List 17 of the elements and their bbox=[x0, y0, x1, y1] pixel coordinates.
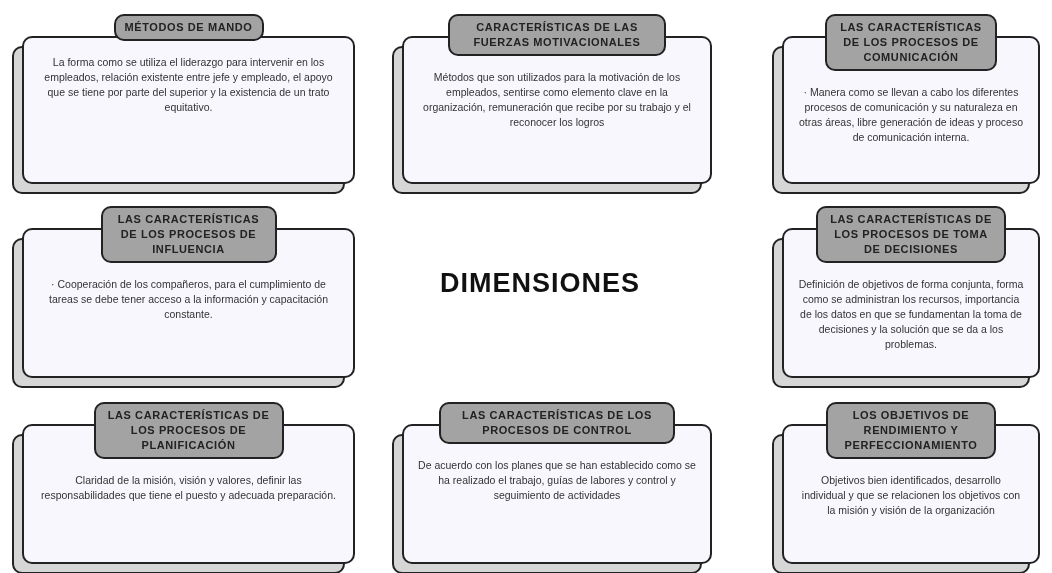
heading-tab: LAS CARACTERÍSTICAS DE LOS PROCESOS DE CONTROL bbox=[439, 402, 675, 444]
card-text: · Manera como se llevan a cabo los diferentes procesos de comunicación y su naturaleza en otras áreas, libre generación de ideas y proceso de comunicación interna. bbox=[797, 85, 1025, 145]
heading-tab: LOS OBJETIVOS DE RENDIMIENTO Y PERFECCIONAMIENTO bbox=[826, 402, 996, 459]
card-text: Objetivos bien identificados, desarrollo individual y que se relacionen los objetivos con la misión y visión de la organización bbox=[800, 473, 1022, 518]
heading-tab: LAS CARACTERÍSTICAS DE LOS PROCESOS DE INFLUENCIA bbox=[100, 206, 277, 263]
heading-tab: MÉTODOS DE MANDO bbox=[113, 14, 264, 41]
heading-tab: LAS CARACTERÍSTICAS DE LOS PROCESOS DE COMUNICACIÓN bbox=[825, 14, 997, 71]
card-text: La forma como se utiliza el liderazgo para intervenir en los empleados, relación existente entre jefe y empleado, el apoyo que se tiene por parte del superior y la existencia de un trato equitativo. bbox=[43, 55, 334, 115]
card-text: De acuerdo con los planes que se han establecido como se ha realizado el trabajo, guías de labores y control y seguimiento de actividades bbox=[417, 458, 697, 503]
card-text: · Cooperación de los compañeros, para el cumplimiento de tareas se debe tener acceso a la información y capacitación constante. bbox=[48, 277, 329, 322]
title: DIMENSIONES bbox=[439, 268, 641, 299]
heading-tab: LAS CARACTERÍSTICAS DE LOS PROCESOS DE PLANIFICACIÓN bbox=[93, 402, 284, 459]
heading-tab: CARACTERÍSTICAS DE LAS FUERZAS MOTIVACIONALES bbox=[448, 14, 666, 56]
heading-tab: LAS CARACTERÍSTICAS DE LOS PROCESOS DE TOMA DE DECISIONES bbox=[816, 206, 1006, 263]
card-text: Definición de objetivos de forma conjunta, forma como se administran los recursos, importancia de los datos en que se fundamentan la toma de decisiones y la solución que se da a los problemas. bbox=[797, 277, 1025, 352]
card-text: Claridad de la misión, visión y valores, definir las responsabilidades que tiene el puesto y adecuada preparación. bbox=[40, 473, 337, 503]
card-text: Métodos que son utilizados para la motivación de los empleados, sentirse como elemento clave en la organización, remuneración que recibe por su trabajo y el reconocer los logros bbox=[422, 70, 692, 130]
